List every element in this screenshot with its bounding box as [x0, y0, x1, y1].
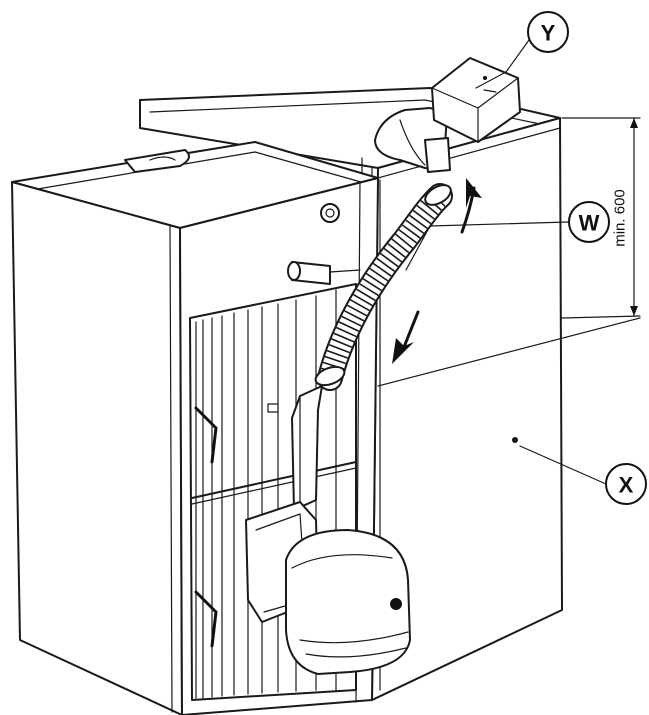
burner-knob: [390, 598, 402, 610]
pipe-connector: [287, 261, 361, 285]
callout-w-label: W: [579, 211, 600, 236]
leader-lines: [405, 39, 607, 485]
door-handle-lower: [194, 590, 218, 648]
feeder-motor-y: [431, 57, 521, 143]
sight-glass: [320, 203, 340, 223]
feeder-outlet: [374, 107, 451, 173]
callout-x: X: [605, 463, 647, 505]
burner-inlet-tube: [291, 385, 323, 511]
callout-w: W: [568, 201, 610, 243]
callout-y: Y: [527, 11, 569, 53]
front-fitting: [267, 403, 279, 413]
pellet-burner: [245, 501, 411, 675]
flexible-hose-w: [314, 183, 453, 391]
dimension-label: min. 600: [612, 189, 629, 247]
callout-y-label: Y: [541, 21, 556, 46]
callout-x-label: X: [619, 473, 634, 498]
door-handle-upper: [194, 406, 218, 464]
direction-arrow-up: [460, 178, 482, 234]
storage-unit-dot: [512, 437, 518, 443]
direction-arrow-down: [392, 310, 420, 364]
dimension-min-600: min. 600: [377, 117, 641, 387]
